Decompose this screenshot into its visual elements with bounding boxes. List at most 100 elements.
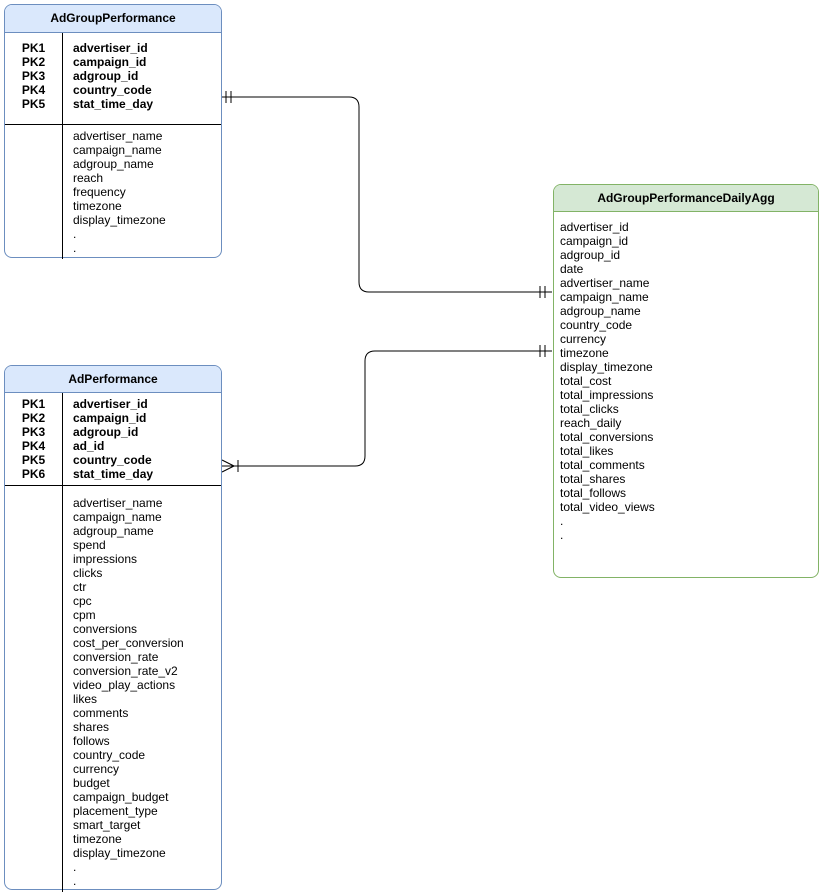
entity-adgroupperformancedailyagg[interactable]: AdGroupPerformanceDailyAgg advertiser_id… [553,184,819,578]
attribute: country_code [73,748,146,762]
attribute: display_timezone [73,213,166,227]
pk-field: stat_time_day [73,97,154,111]
attribute: spend [73,538,106,552]
attribute: . [73,227,77,241]
attribute: timezone [73,199,122,213]
attribute: placement_type [73,804,158,818]
attribute: adgroup_name [73,524,154,538]
pk-field: advertiser_id [73,41,148,55]
attribute: video_play_actions [73,678,176,692]
attribute: advertiser_id [560,220,629,234]
attribute: reach [73,171,104,185]
cardinality-one-and-only-one-marker [539,345,546,357]
attribute: reach_daily [560,416,622,430]
pk-label: PK3 [21,69,46,83]
attribute: conversion_rate_v2 [73,664,178,678]
pk-label: PK1 [21,397,46,411]
attribute: impressions [73,552,138,566]
attribute: ctr [73,580,87,594]
attribute: shares [73,720,110,734]
attribute: campaign_budget [73,790,169,804]
attribute: total_conversions [560,430,654,444]
attribute: budget [73,776,110,790]
pk-field: country_code [73,83,152,97]
attribute: smart_target [73,818,141,832]
attribute: total_shares [560,472,626,486]
edge-adgroupperformance-to-dailyagg[interactable] [222,91,552,298]
attribute: follows [73,734,110,748]
pk-label: PK4 [21,83,46,97]
pk-label: PK2 [21,411,46,425]
attribute: adgroup_name [73,157,154,171]
attribute: cost_per_conversion [73,636,184,650]
attribute: campaign_name [73,510,162,524]
attribute: total_video_views [560,500,655,514]
attribute: advertiser_name [73,129,163,143]
attribute: total_comments [560,458,645,472]
attribute: campaign_name [560,290,649,304]
attribute: . [73,860,77,874]
pk-field: advertiser_id [73,397,148,411]
attribute: currency [73,762,120,776]
attribute: total_likes [560,444,614,458]
pk-label: PK5 [21,453,46,467]
edge-line[interactable] [222,96,552,293]
attribute: likes [73,692,98,706]
pk-field: stat_time_day [73,467,154,481]
attribute: advertiser_name [73,496,163,510]
pk-label: PK1 [21,41,46,55]
attribute: currency [560,332,607,346]
attribute: campaign_id [560,234,629,248]
attribute: total_clicks [560,402,619,416]
attribute: . [560,514,564,528]
pk-label: PK2 [21,55,46,69]
entity-title: AdGroupPerformanceDailyAgg [554,185,818,212]
pk-label: PK3 [21,425,46,439]
attribute: comments [73,706,129,720]
pk-label: PK4 [21,439,46,453]
pk-field: adgroup_id [73,69,139,83]
pk-field: adgroup_id [73,425,139,439]
attribute: . [560,528,564,542]
attribute: cpc [73,594,92,608]
attribute: total_cost [560,374,612,388]
attribute: date [560,262,584,276]
pk-label: PK6 [21,467,46,481]
attribute: adgroup_id [560,248,621,262]
attribute: display_timezone [560,360,653,374]
attribute: . [73,874,77,888]
pk-field: country_code [73,453,152,467]
attribute: timezone [560,346,609,360]
attribute: campaign_name [73,143,162,157]
cardinality-crow-foot-many-marker [221,459,239,473]
edge-line[interactable] [222,350,552,467]
attribute: clicks [73,566,103,580]
attribute: conversion_rate [73,650,159,664]
attribute: adgroup_name [560,304,641,318]
cardinality-one-and-only-one-marker [539,286,546,298]
pk-field: ad_id [73,439,105,453]
attribute: conversions [73,622,138,636]
edge-adperformance-to-dailyagg[interactable] [221,345,552,473]
cardinality-one-and-only-one-marker [225,91,232,103]
attribute: cpm [73,608,96,622]
entity-title: AdGroupPerformance [5,5,221,33]
attribute: . [73,241,77,255]
attribute: country_code [560,318,633,332]
